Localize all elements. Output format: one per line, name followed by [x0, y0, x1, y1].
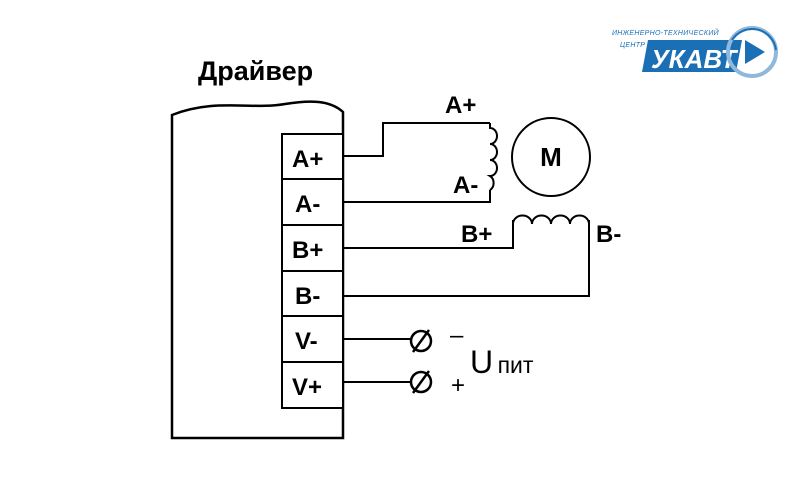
- power-terminal-plus: [409, 370, 433, 394]
- coil-a-plus-label: A+: [445, 92, 476, 119]
- logo-arrow-icon: [745, 40, 765, 64]
- power-terminal-minus: [409, 329, 433, 353]
- logo-brand: УКАВТ: [651, 44, 739, 74]
- motor-circle: [511, 117, 591, 197]
- driver-title: Драйвер: [198, 56, 313, 86]
- coil-b-plus-label: B+: [461, 221, 492, 248]
- wire-a-minus: [343, 190, 491, 203]
- logo-line2: ЦЕНТР: [620, 42, 645, 49]
- power-minus-sign: –: [450, 322, 464, 349]
- terminal-label: B+: [292, 237, 323, 264]
- terminal-label: B-: [295, 283, 320, 310]
- terminal-b-minus: [281, 270, 344, 317]
- terminal-label: A-: [295, 191, 320, 218]
- terminal-label: V+: [292, 374, 322, 401]
- terminal-label: V-: [295, 328, 318, 355]
- supply-voltage-symbol: U: [470, 344, 493, 380]
- wire-a-plus: [343, 122, 490, 157]
- coil-a: [486, 123, 498, 191]
- wire-b-minus: [343, 220, 590, 297]
- coil-a-minus-label: A-: [453, 172, 478, 199]
- power-plus-sign: +: [451, 372, 465, 399]
- logo-line1: ИНЖЕНЕРНО-ТЕХНИЧЕСКИЙ: [612, 28, 720, 37]
- terminal-block: A+ A- B+ B- V- V+: [281, 133, 344, 409]
- motor-label: M: [540, 142, 562, 172]
- supply-voltage-subscript: пит: [498, 352, 534, 378]
- coil-b: [512, 214, 590, 225]
- terminal-b-plus: [281, 224, 344, 272]
- company-logo: ИНЖЕНЕРНО-ТЕХНИЧЕСКИЙ ЦЕНТР УКАВТ: [612, 26, 778, 78]
- coil-b-minus-label: B-: [596, 221, 621, 248]
- terminal-v-plus: [281, 361, 344, 409]
- wire-b-plus: [343, 220, 514, 249]
- terminal-label: A+: [292, 146, 323, 173]
- supply-voltage-label: U пит: [470, 344, 534, 380]
- logo-banner: [642, 40, 742, 72]
